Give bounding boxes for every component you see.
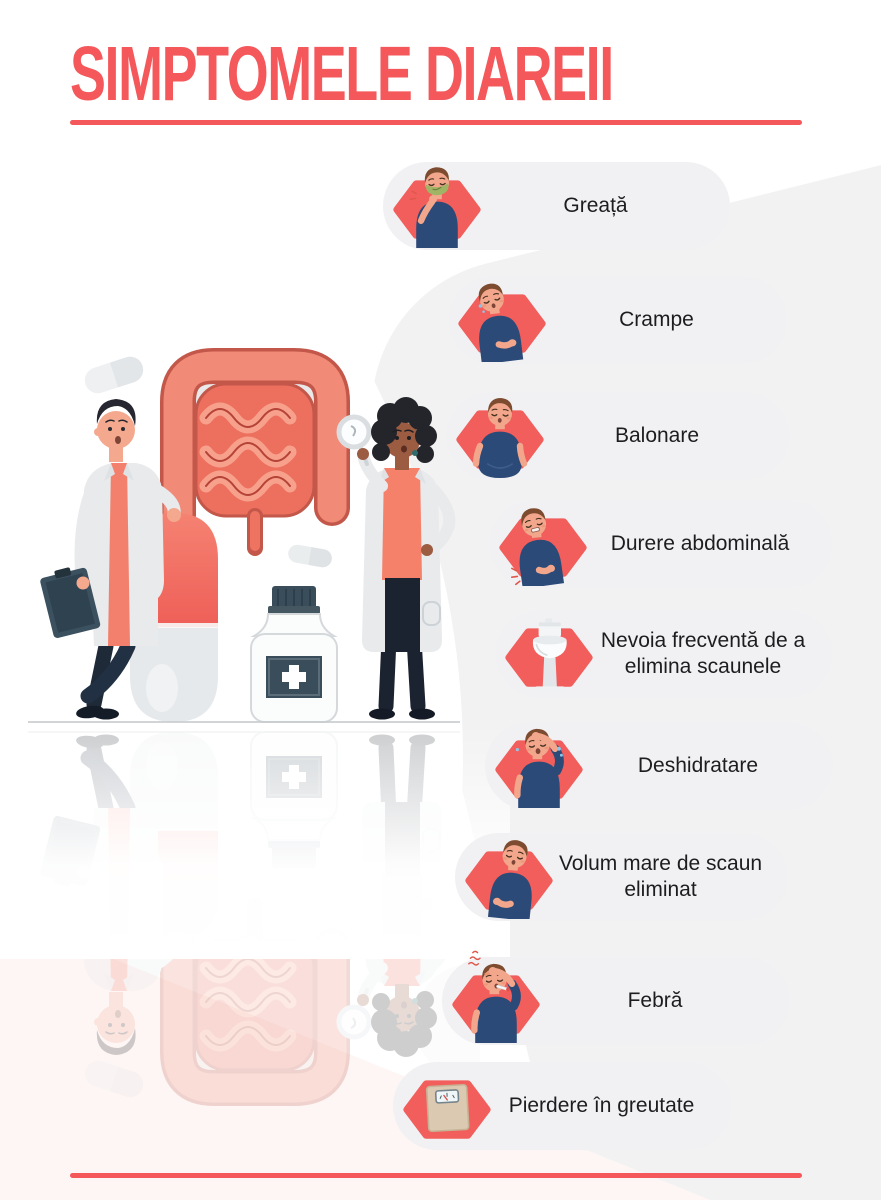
symptom-febra: Febră — [442, 950, 790, 1045]
footer-rule — [70, 1173, 802, 1178]
symptom-label: Volum mare de scaun eliminat — [558, 851, 763, 901]
floating-pill-top — [84, 356, 144, 394]
fever-man-icon — [448, 947, 544, 1043]
floating-pill-middle — [288, 544, 332, 568]
dehydration-man-icon — [491, 712, 587, 808]
doctors-intestine-illustration — [10, 340, 480, 730]
symptom-volum-mare: Volum mare de scaun eliminat — [455, 833, 788, 922]
nausea-man-icon — [389, 152, 485, 248]
medicine-bottle — [250, 586, 338, 723]
symptom-crampe: Crampe — [448, 276, 787, 365]
symptom-durere-abdominala: Durere abdominală — [489, 500, 833, 589]
symptom-greata: Greață — [383, 162, 730, 250]
symptom-label: Balonare — [614, 423, 700, 447]
toilet-icon — [501, 600, 597, 696]
page-title: SIMPTOMELE DIAREII — [70, 31, 614, 117]
bloating-man-icon — [452, 382, 548, 478]
abdominal-pain-man-icon — [495, 490, 591, 589]
cramps-man-icon — [454, 266, 550, 365]
symptom-label: Crampe — [619, 307, 694, 331]
intestine-illustration — [160, 348, 350, 556]
curly-hair — [371, 397, 437, 463]
symptom-label: Febră — [627, 988, 683, 1012]
symptom-label: Deshidratare — [637, 753, 759, 777]
female-doctor — [336, 397, 456, 720]
symptom-balonare: Balonare — [446, 392, 790, 480]
symptom-nevoia-frecventa: Nevoia frecventă de a elimina scaunele — [495, 610, 833, 698]
symptom-label: Pierdere în greutate — [508, 1093, 695, 1117]
male-doctor — [40, 399, 181, 720]
symptom-label: Nevoia frecventă de a elimina scaunele — [600, 628, 806, 678]
symptom-deshidratare: Deshidratare — [485, 722, 833, 810]
symptom-label: Greață — [563, 193, 628, 217]
large-stool-volume-man-icon — [461, 823, 557, 922]
floor-line — [28, 721, 460, 723]
weight-scale-icon — [399, 1052, 495, 1148]
symptom-label: Durere abdominală — [610, 531, 790, 555]
symptom-pierdere-greutate: Pierdere în greutate — [393, 1062, 732, 1150]
title-underline — [70, 120, 802, 125]
